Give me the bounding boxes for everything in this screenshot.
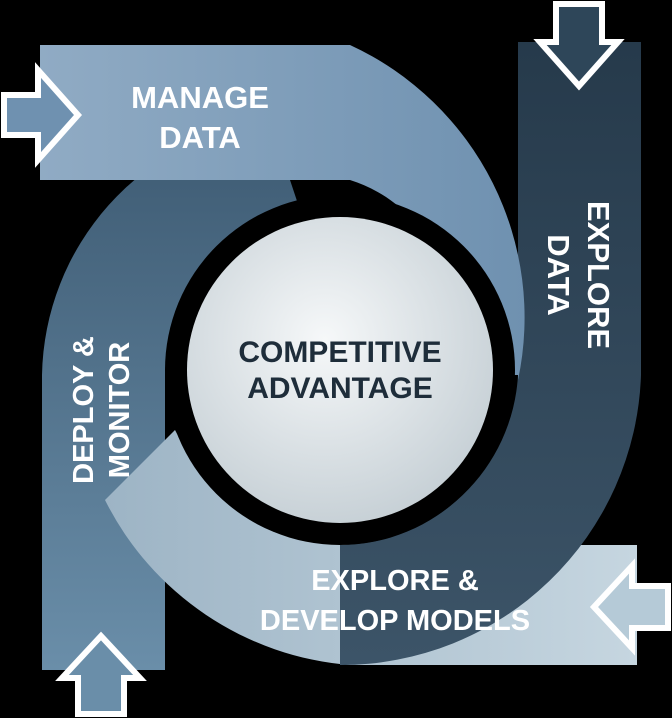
center-label-line2: ADVANTAGE xyxy=(247,372,433,405)
arrow-up-icon xyxy=(55,631,147,717)
arrow-right-icon xyxy=(1,62,83,168)
explore-data-label-line1: EXPLORE xyxy=(581,201,616,349)
manage-data-band xyxy=(40,45,525,380)
manage-data-label-line1: MANAGE xyxy=(131,80,269,115)
manage-data-label-line2: DATA xyxy=(159,120,241,155)
center-label-line1: COMPETITIVE xyxy=(238,336,441,369)
center-circle xyxy=(187,217,493,523)
deploy-monitor-label-line1: DEPLOY & xyxy=(68,336,100,484)
develop-models-label-line2: DEVELOP MODELS xyxy=(260,605,530,637)
develop-models-label-line1: EXPLORE & xyxy=(311,565,479,597)
explore-data-label-line2: DATA xyxy=(541,234,576,316)
arrow-down-icon xyxy=(533,1,625,91)
deploy-monitor-label-line2: MONITOR xyxy=(104,342,136,478)
deploy-monitor-band xyxy=(42,120,300,670)
explore-data-band xyxy=(340,42,641,666)
arrow-left-icon xyxy=(589,558,671,656)
